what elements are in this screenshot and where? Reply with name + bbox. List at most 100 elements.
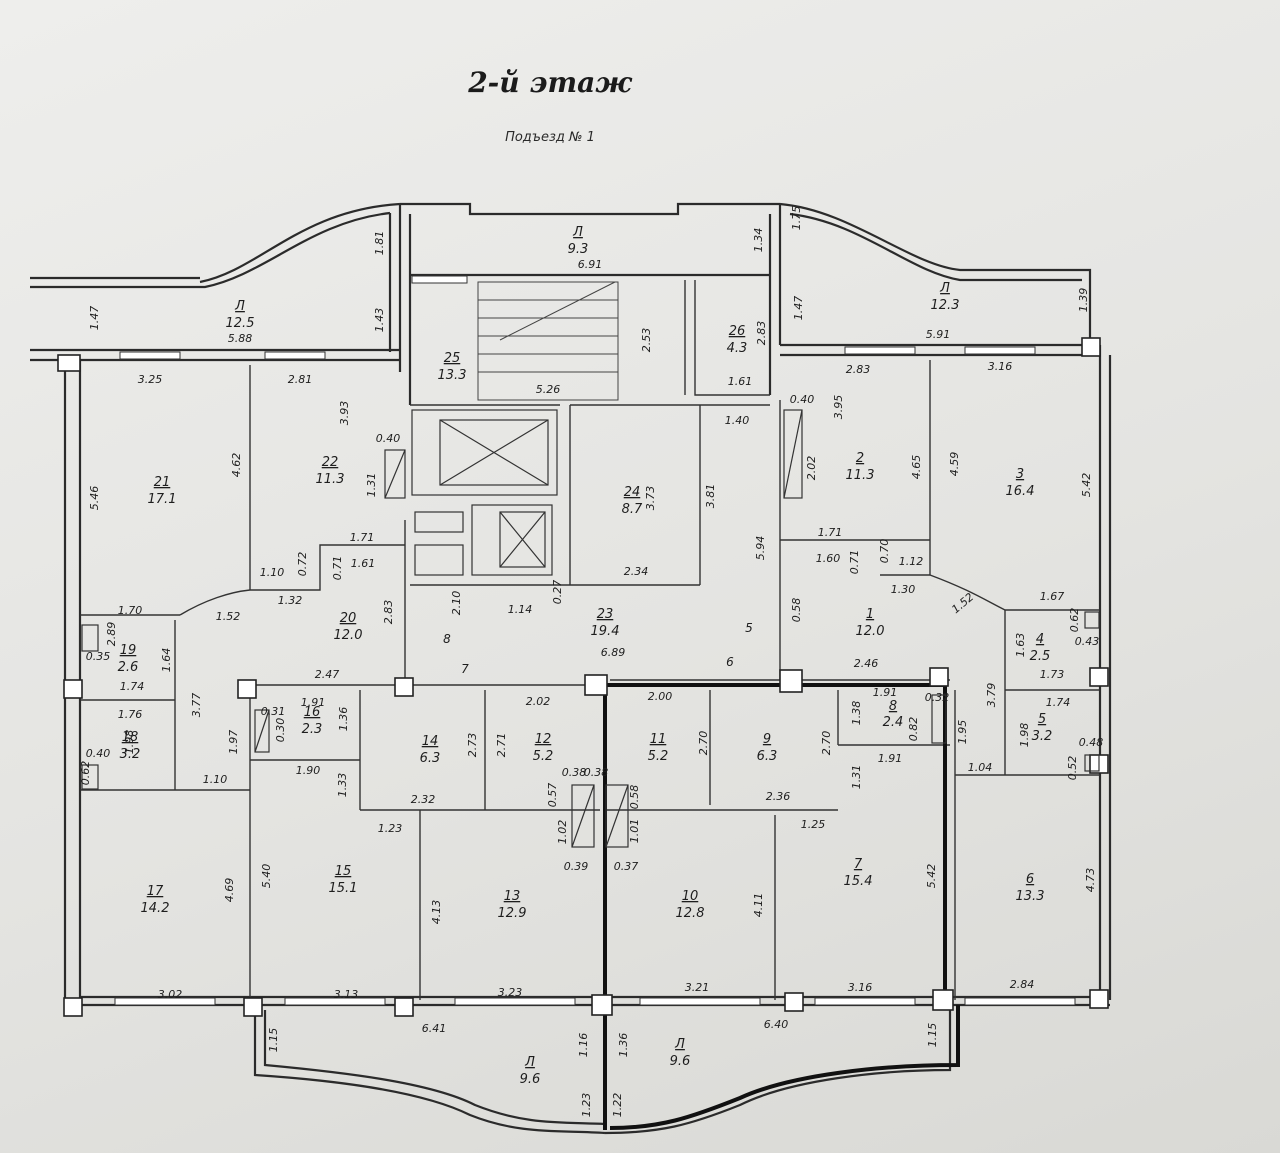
dimension-label: 1.40 bbox=[725, 414, 750, 427]
dimension-label: 0.52 bbox=[1066, 756, 1079, 781]
dimension-label: 1.10 bbox=[203, 773, 228, 786]
dimension-label: 0.71 bbox=[848, 550, 861, 575]
balcony-labels: Л 9.3 Л 12.5 Л 12.3 Л 9.6 Л 9.6 bbox=[226, 225, 960, 1087]
room-number: 23 bbox=[597, 607, 614, 622]
dimension-label: 1.98 bbox=[123, 730, 136, 755]
room-area: 15.4 bbox=[844, 874, 873, 889]
balcony-number: Л bbox=[674, 1037, 685, 1052]
dimension-label: 1.25 bbox=[801, 818, 826, 831]
room-area: 12.9 bbox=[498, 906, 527, 921]
room-area: 11.3 bbox=[846, 468, 875, 483]
dimension-label: 5.40 bbox=[260, 864, 273, 889]
dimension-label: 0.37 bbox=[614, 860, 639, 873]
dimension-label: 1.81 bbox=[373, 231, 386, 256]
room-number: 16 bbox=[304, 705, 321, 720]
room-number: 15 bbox=[335, 864, 352, 879]
dimension-label: 3.16 bbox=[988, 360, 1013, 373]
dimension-label: 0.62 bbox=[1068, 608, 1081, 633]
room-area: 13.3 bbox=[1016, 889, 1045, 904]
room-number: 18 bbox=[122, 730, 139, 745]
dimension-label: 5.42 bbox=[925, 864, 938, 889]
dimension-label: 1.97 bbox=[227, 730, 240, 755]
elevators-and-shafts bbox=[81, 281, 1100, 848]
dimension-label: 4.65 bbox=[910, 455, 923, 480]
room-area: 6.3 bbox=[757, 749, 778, 764]
balcony-number: Л bbox=[524, 1055, 535, 1070]
dimension-label: 0.43 bbox=[1075, 635, 1100, 648]
dimension-label: 1.73 bbox=[1040, 668, 1065, 681]
dimension-label: 1.70 bbox=[118, 604, 143, 617]
dimension-label: 1.95 bbox=[956, 720, 969, 745]
room-area: 5.2 bbox=[533, 749, 554, 764]
dimension-label: 1.16 bbox=[577, 1033, 590, 1058]
balcony-area: 9.3 bbox=[568, 242, 589, 257]
dimension-label: 1.30 bbox=[891, 583, 916, 596]
dimension-label: 1.52 bbox=[216, 610, 241, 623]
room-number: 10 bbox=[682, 889, 699, 904]
dimension-label: 1.38 bbox=[850, 701, 863, 726]
room-area: 12.8 bbox=[676, 906, 705, 921]
dimension-label: 3.95 bbox=[832, 395, 845, 420]
dimension-label: 1.31 bbox=[850, 765, 863, 790]
room-number: 9 bbox=[763, 732, 771, 747]
dimension-label: 0.35 bbox=[86, 650, 111, 663]
dimension-label: 3.02 bbox=[158, 988, 183, 1001]
dimension-label: 1.98 bbox=[1018, 723, 1031, 748]
dimension-label: 0.30 bbox=[274, 718, 287, 743]
room-area: 2.6 bbox=[118, 660, 139, 675]
room-area: 8.7 bbox=[622, 502, 643, 517]
room-number: 11 bbox=[650, 732, 667, 747]
dimension-label: 2.53 bbox=[640, 328, 653, 353]
room-number: 7 bbox=[854, 857, 863, 872]
dimension-label: 3.81 bbox=[704, 484, 717, 509]
dimension-label: 0.70 bbox=[878, 539, 891, 564]
walls bbox=[30, 202, 1112, 1135]
dimension-label: 5.88 bbox=[228, 332, 253, 345]
dimension-label: 6.89 bbox=[601, 646, 626, 659]
dimension-label: 6.91 bbox=[578, 258, 603, 271]
room-number: 20 bbox=[340, 611, 357, 626]
dimension-label: 1.31 bbox=[365, 473, 378, 498]
dimension-label: 2.83 bbox=[755, 321, 768, 346]
room-area: 2.4 bbox=[883, 715, 904, 730]
dimension-label: 5.91 bbox=[926, 328, 951, 341]
dimension-label: 0.32 bbox=[925, 691, 950, 704]
dimension-label: 1.91 bbox=[878, 752, 903, 765]
room-number: 19 bbox=[120, 643, 137, 658]
dimension-label: 1.23 bbox=[580, 1093, 593, 1118]
dimension-label: 1.75 bbox=[790, 206, 803, 231]
room-area: 14.2 bbox=[141, 901, 170, 916]
room-number: 14 bbox=[422, 734, 439, 749]
room-number: 3 bbox=[1016, 467, 1024, 482]
dimension-label: 2.89 bbox=[105, 622, 118, 647]
room-number: 12 bbox=[535, 732, 552, 747]
dimension-label: 5.94 bbox=[754, 536, 767, 561]
dimension-label: 0.62 bbox=[79, 761, 92, 786]
dimension-label: 2.00 bbox=[648, 690, 673, 703]
dimension-label: 2.83 bbox=[382, 600, 395, 625]
dimension-label: 4.11 bbox=[752, 893, 765, 918]
dimension-label: 4.73 bbox=[1084, 868, 1097, 893]
dimension-label: 1.36 bbox=[617, 1033, 630, 1058]
room-number: 21 bbox=[154, 475, 171, 490]
room-area: 12.0 bbox=[856, 624, 885, 639]
room-area: 2.5 bbox=[1030, 649, 1051, 664]
dimension-label: 2.36 bbox=[766, 790, 791, 803]
dimension-label: 1.52 bbox=[949, 590, 976, 616]
dimension-label: 2.10 bbox=[450, 591, 463, 616]
dimension-label: 3.77 bbox=[190, 693, 203, 718]
plan-subtitle: Подъезд № 1 bbox=[505, 130, 595, 145]
room-number: 1 bbox=[866, 607, 874, 622]
dimension-label: 0.39 bbox=[564, 860, 589, 873]
dimension-label: 3.16 bbox=[848, 981, 873, 994]
dimension-label: 2.46 bbox=[854, 657, 879, 670]
dimension-label: 2.81 bbox=[288, 373, 313, 386]
dimension-label: 1.12 bbox=[899, 555, 924, 568]
dimension-label: 1.91 bbox=[301, 696, 326, 709]
dimension-label: 1.91 bbox=[873, 686, 898, 699]
balcony-area: 12.3 bbox=[931, 298, 960, 313]
dimension-label: 0.72 bbox=[296, 552, 309, 577]
room-area: 3.2 bbox=[120, 747, 141, 762]
